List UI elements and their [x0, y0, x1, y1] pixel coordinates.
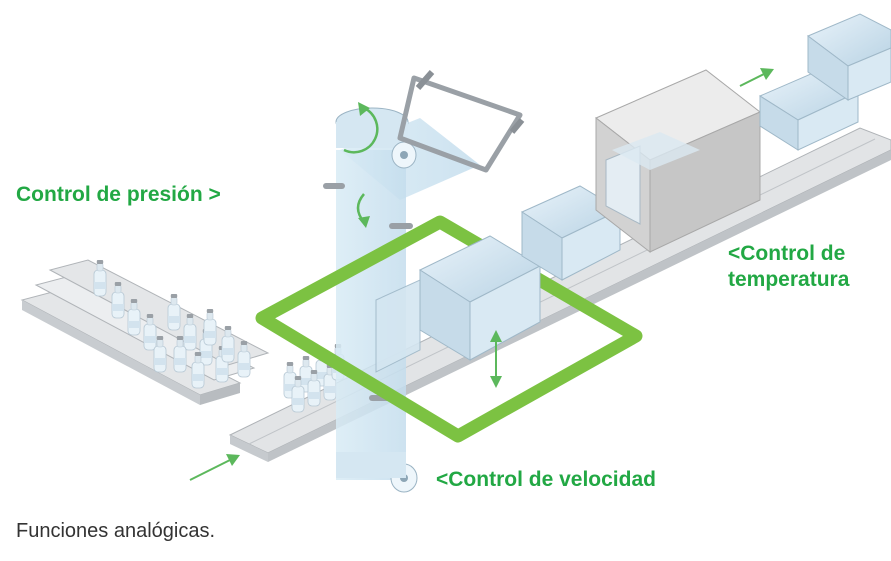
temperature-control-line2: temperatura: [728, 268, 850, 291]
speed-control-label: <Control de velocidad: [436, 468, 656, 491]
wrapped-packs-exit: [758, 13, 891, 151]
double-arrow-icon: [490, 330, 502, 388]
pressure-frame: [255, 215, 643, 443]
temperature-control-label: <Control de temperatura: [728, 241, 849, 293]
heat-tunnel: [595, 69, 761, 254]
rotate-icon: [343, 102, 379, 228]
arrow-icon: [189, 68, 774, 481]
temperature-control-line1: <Control de: [728, 242, 846, 265]
figure-caption: Funciones analógicas.: [16, 520, 216, 542]
wrapped-pack-center: [375, 235, 542, 373]
pressure-control-label: Control de presión >: [16, 183, 221, 206]
